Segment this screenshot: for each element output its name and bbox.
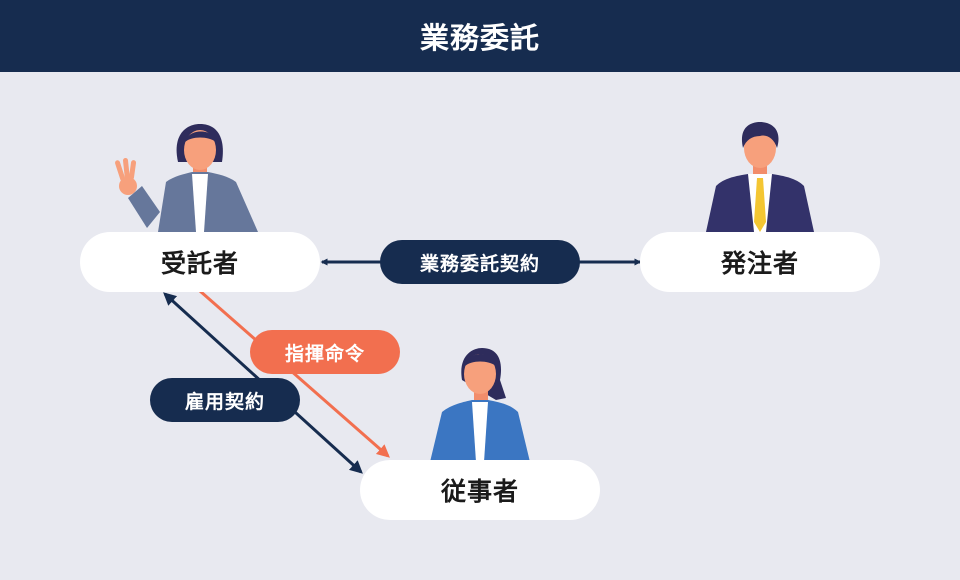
outsourcing-contract-label: 業務委託契約	[419, 252, 540, 275]
command-pill: 指揮命令	[250, 330, 400, 374]
woman-worker-icon	[430, 348, 530, 462]
woman-waving-icon	[115, 124, 258, 232]
node-client-label: 発注者	[720, 249, 799, 278]
employment-contract-pill: 雇用契約	[150, 378, 300, 422]
header-bar: 業務委託	[0, 0, 960, 72]
node-contractor-label: 受託者	[160, 249, 239, 278]
page-title: 業務委託	[419, 21, 540, 55]
outsourcing-contract-pill: 業務委託契約	[380, 240, 580, 284]
node-worker-label: 従事者	[440, 477, 519, 506]
node-contractor: 受託者	[80, 232, 320, 292]
node-client: 発注者	[640, 232, 880, 292]
node-worker: 従事者	[360, 460, 600, 520]
command-label: 指揮命令	[284, 342, 365, 365]
employment-contract-label: 雇用契約	[184, 390, 265, 413]
businessman-icon	[706, 122, 814, 232]
